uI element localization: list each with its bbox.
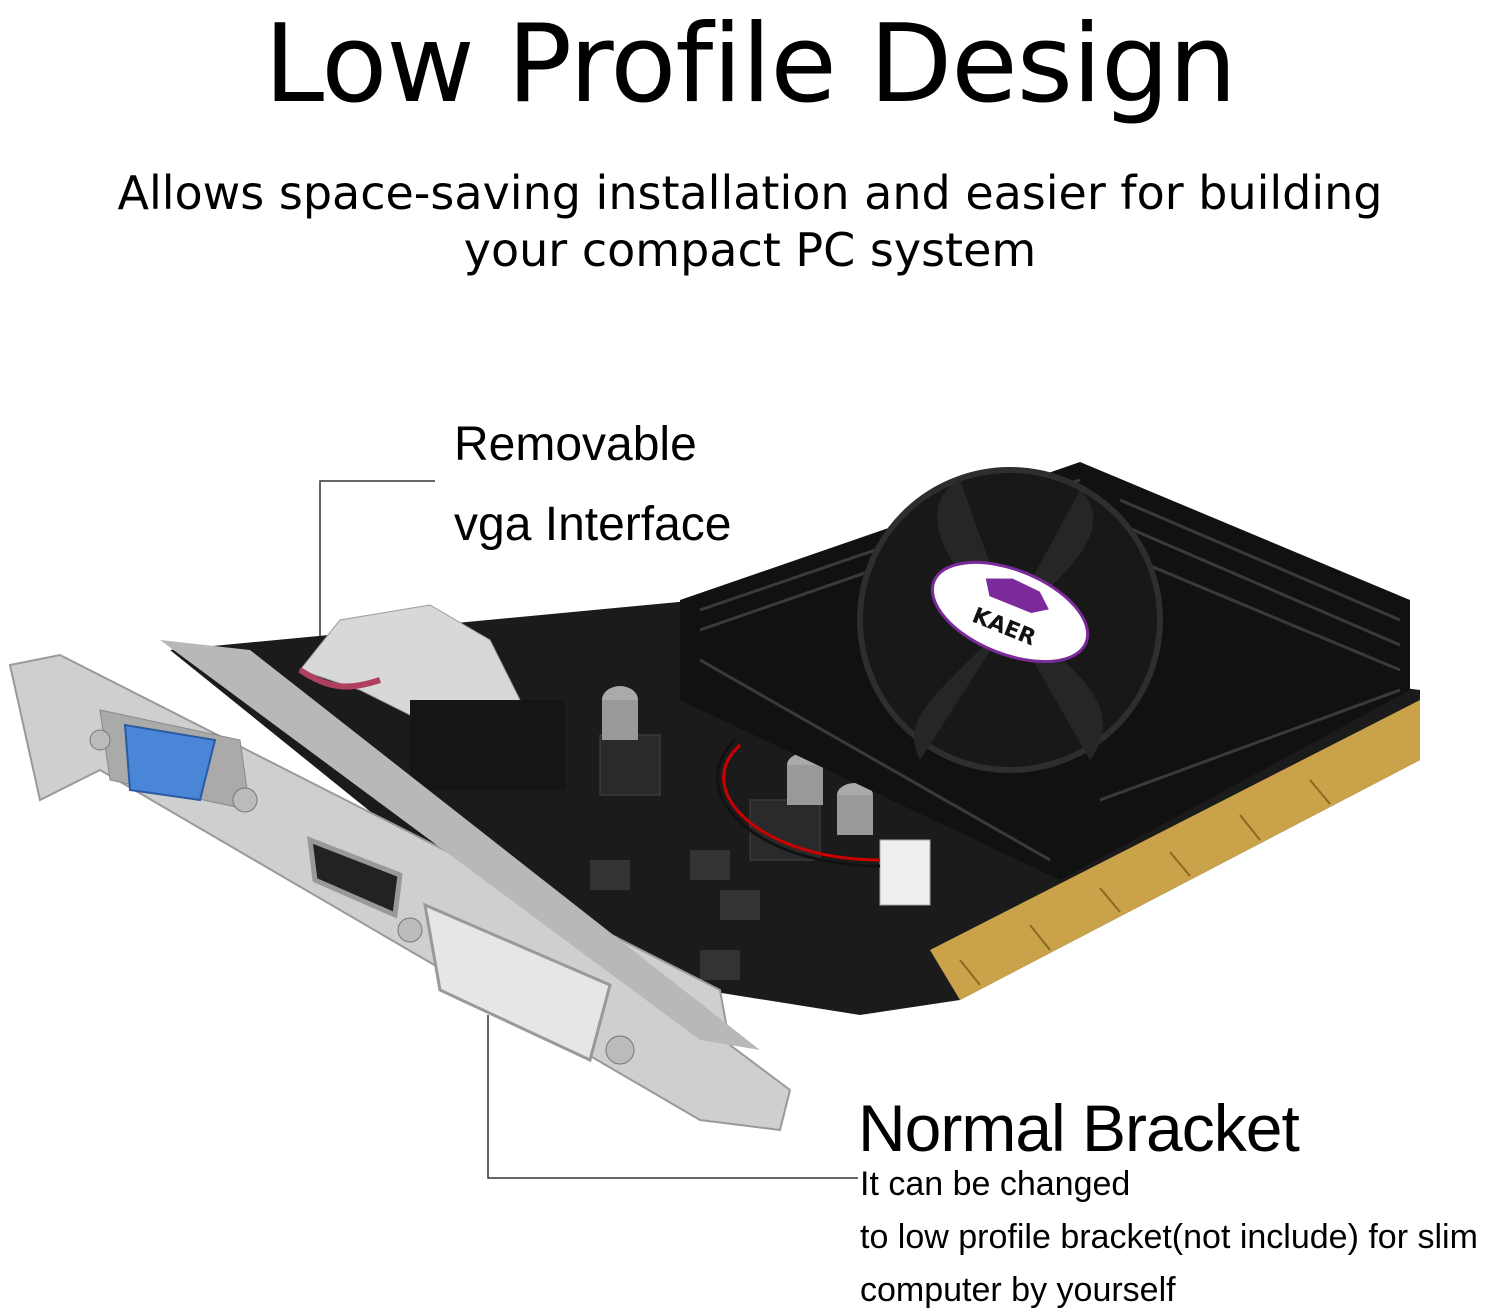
pcie-gold-fingers <box>930 700 1420 1000</box>
vga-callout-line2: vga Interface <box>454 498 732 551</box>
dvi-port <box>423 902 612 1063</box>
vga-port <box>123 723 217 802</box>
vga-callout-line <box>319 480 435 662</box>
bracket-note-line3: computer by yourself <box>860 1271 1176 1309</box>
kaer-logo: KAER <box>930 560 1090 664</box>
page-title: Low Profile Design <box>263 2 1237 127</box>
vga-header-connector <box>410 700 565 790</box>
bracket-callout-title: Normal Bracket <box>858 1091 1300 1165</box>
vga-callout-line1: Removable <box>454 418 697 471</box>
hdmi-port <box>306 836 403 919</box>
subtitle: Allows space-saving installation and eas… <box>117 166 1383 277</box>
vga-ribbon-cable <box>299 604 521 731</box>
inductor <box>599 734 661 796</box>
bracket-callout-line <box>487 1015 858 1179</box>
bracket-note-line1: It can be changed <box>860 1165 1131 1203</box>
bracket-note-line2: to low profile bracket(not include) for … <box>860 1218 1478 1256</box>
fan-connector <box>879 839 931 906</box>
